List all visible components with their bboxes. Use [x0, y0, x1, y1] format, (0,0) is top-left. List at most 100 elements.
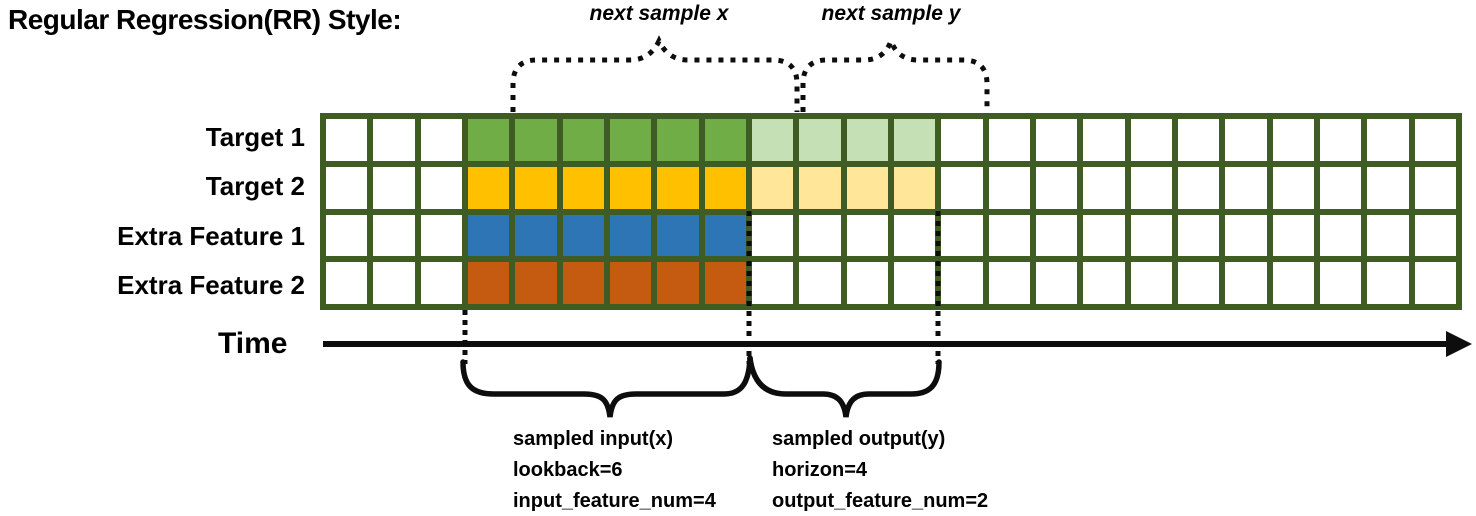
cell-row4-col20 [1225, 262, 1267, 304]
cell-row4-col5 [515, 262, 557, 304]
cell-row4-col17 [1083, 262, 1125, 304]
cell-row1-col3 [420, 119, 462, 161]
sampled-input-note: sampled input(x) lookback=6 input_featur… [513, 424, 716, 516]
next-sample-y-label: next sample y [821, 2, 961, 25]
cell-row3-col10 [751, 214, 794, 257]
cell-row1-col10 [751, 119, 794, 161]
cell-row4-col18 [1130, 262, 1172, 304]
cell-row3-col16 [1035, 214, 1078, 257]
cell-row4-col1 [326, 262, 368, 304]
cell-row2-col14 [941, 166, 983, 209]
cell-row4-col23 [1367, 262, 1409, 304]
sampled-input-note-line-3: input_feature_num=4 [513, 490, 716, 512]
cell-row1-col20 [1225, 119, 1267, 161]
cell-row1-col1 [326, 119, 368, 161]
cell-row2-col10 [751, 166, 794, 209]
sampled-output-note-line-1: sampled output(y) [772, 428, 946, 450]
cell-row2-col19 [1177, 166, 1220, 209]
row-label-extra-feature-2: Extra Feature 2 [117, 269, 305, 300]
cell-row4-col4 [467, 262, 510, 304]
cell-row2-col1 [326, 166, 368, 209]
cell-row2-col7 [609, 166, 652, 209]
sampled-input-note-line-2: lookback=6 [513, 459, 623, 481]
cell-row3-col11 [799, 214, 841, 257]
cell-row3-col7 [609, 214, 652, 257]
cell-row4-col3 [420, 262, 462, 304]
cell-row2-col13 [893, 166, 936, 209]
cell-row2-col17 [1083, 166, 1125, 209]
cell-row3-col2 [373, 214, 415, 257]
cell-row2-col20 [1225, 166, 1267, 209]
cell-row4-col8 [657, 262, 699, 304]
cell-row2-col22 [1319, 166, 1362, 209]
cell-row2-col18 [1130, 166, 1172, 209]
cell-row1-col22 [1319, 119, 1362, 161]
cell-row1-col21 [1272, 119, 1314, 161]
next-sample-y-brace [800, 33, 990, 112]
cell-row1-col2 [373, 119, 415, 161]
cell-row4-col9 [704, 262, 746, 304]
cell-row2-col23 [1367, 166, 1409, 209]
cell-row3-col24 [1414, 214, 1456, 257]
cell-row1-col14 [941, 119, 983, 161]
cell-row1-col15 [988, 119, 1030, 161]
cell-row1-col4 [467, 119, 510, 161]
cell-row1-col19 [1177, 119, 1220, 161]
cell-row2-col16 [1035, 166, 1078, 209]
cell-row1-col8 [657, 119, 699, 161]
cell-row2-col4 [467, 166, 510, 209]
cell-row3-col15 [988, 214, 1030, 257]
cell-row3-col21 [1272, 214, 1314, 257]
cell-row4-col13 [893, 262, 936, 304]
cell-row4-col6 [562, 262, 604, 304]
sampled-input-brace [460, 355, 753, 418]
cell-row3-col19 [1177, 214, 1220, 257]
row-labels: Target 1 Target 2 Extra Feature 1 Extra … [0, 113, 312, 310]
cell-row2-col9 [704, 166, 746, 209]
cell-row3-col23 [1367, 214, 1409, 257]
cell-row2-col15 [988, 166, 1030, 209]
cell-row4-col21 [1272, 262, 1314, 304]
time-axis-arrowhead [1446, 331, 1472, 357]
cell-row1-col9 [704, 119, 746, 161]
cell-row2-col6 [562, 166, 604, 209]
cell-row1-col12 [846, 119, 888, 161]
cell-row1-col11 [799, 119, 841, 161]
cell-row3-col18 [1130, 214, 1172, 257]
cell-row3-col17 [1083, 214, 1125, 257]
sampled-output-brace [747, 355, 942, 418]
cell-row4-col24 [1414, 262, 1456, 304]
cell-row4-col11 [799, 262, 841, 304]
cell-row1-col23 [1367, 119, 1409, 161]
cell-row2-col21 [1272, 166, 1314, 209]
cell-row3-col6 [562, 214, 604, 257]
row-label-extra-feature-1: Extra Feature 1 [117, 220, 305, 251]
cell-row2-col5 [515, 166, 557, 209]
sampled-output-note-line-3: output_feature_num=2 [772, 490, 989, 512]
cell-row4-col15 [988, 262, 1030, 304]
cell-row2-col24 [1414, 166, 1456, 209]
cell-row4-col12 [846, 262, 888, 304]
page-title: Regular Regression(RR) Style: [8, 4, 402, 35]
cell-row3-col9 [704, 214, 746, 257]
next-sample-x-brace [510, 35, 800, 112]
cell-row3-col12 [846, 214, 888, 257]
cell-row3-col20 [1225, 214, 1267, 257]
cell-row2-col12 [846, 166, 888, 209]
cell-row3-col4 [467, 214, 510, 257]
cell-row3-col1 [326, 214, 368, 257]
cell-row1-col7 [609, 119, 652, 161]
cell-row2-col2 [373, 166, 415, 209]
cell-row4-col10 [751, 262, 794, 304]
cell-row3-col13 [893, 214, 936, 257]
sampled-output-note: sampled output(y) horizon=4 output_featu… [772, 424, 988, 516]
cell-row3-col5 [515, 214, 557, 257]
sampled-output-note-line-2: horizon=4 [772, 459, 868, 481]
cell-row4-col16 [1035, 262, 1078, 304]
row-label-target-2: Target 2 [205, 171, 305, 202]
cell-row1-col5 [515, 119, 557, 161]
cell-row4-col14 [941, 262, 983, 304]
cell-row2-col8 [657, 166, 699, 209]
timeseries-grid [320, 113, 1462, 310]
